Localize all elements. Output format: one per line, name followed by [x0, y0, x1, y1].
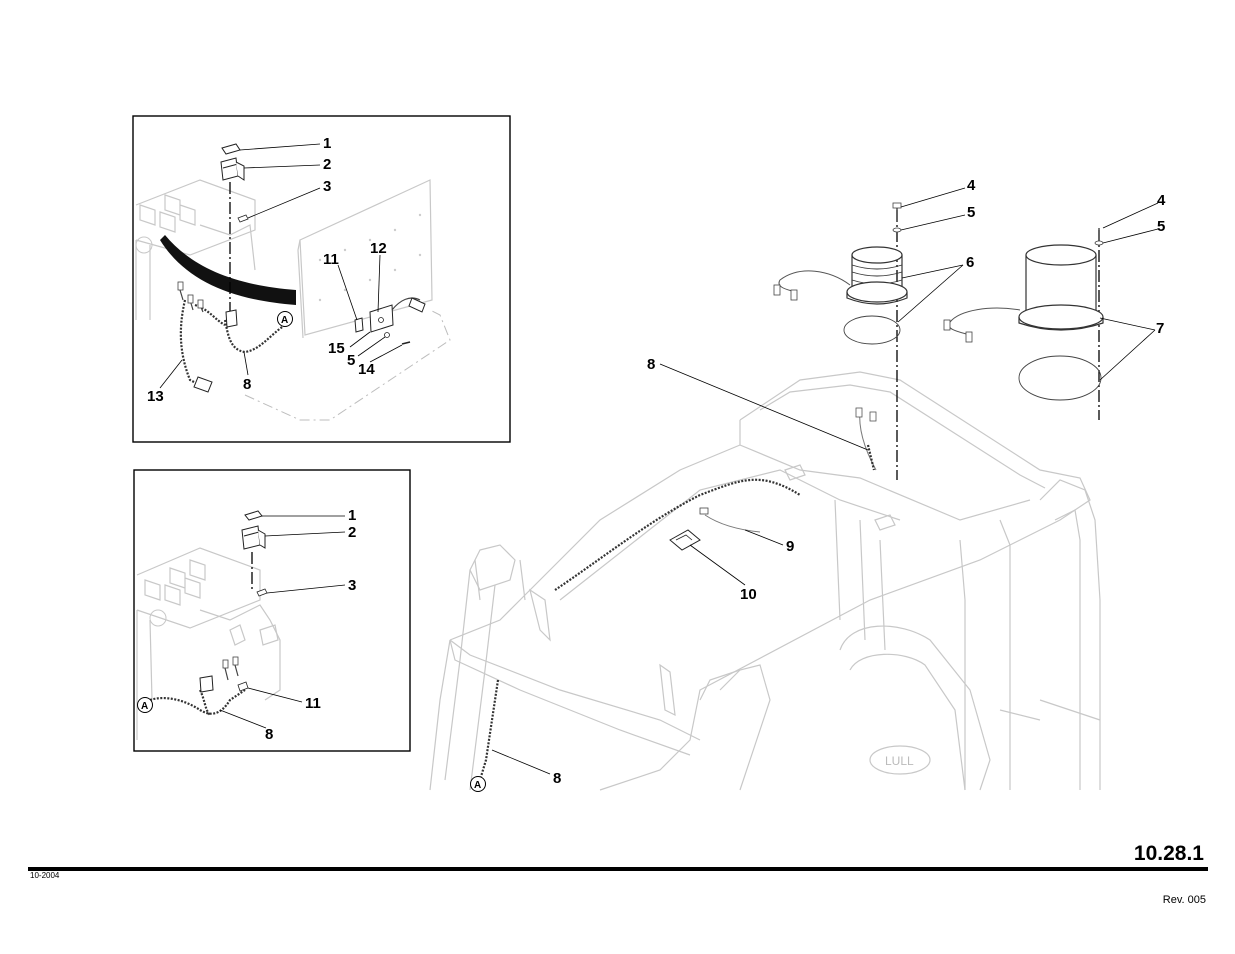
main-callouts: 4 5 6 4 5 7 8 9 10 8 A: [470, 177, 1166, 792]
inset-bottom-callout-1: 1: [348, 507, 356, 524]
callout-8-roof: 8: [647, 356, 655, 373]
callout-4: 4: [967, 177, 976, 194]
inset-bottom-callout-A: A: [141, 701, 148, 712]
inset-bottom-callout-11: 11: [305, 695, 321, 712]
callout-10: 10: [740, 586, 757, 603]
callout-7: 7: [1156, 320, 1164, 337]
footer-rule: [28, 867, 1208, 871]
post-harness: [478, 679, 500, 781]
inset-bottom-callout-2: 2: [348, 524, 356, 541]
callout-5: 5: [967, 204, 975, 221]
beacon-right: [943, 228, 1104, 420]
switch-plate-10: [669, 529, 701, 551]
inset-bottom-callout-8: 8: [265, 726, 273, 743]
revision-label: Rev. 005: [1162, 894, 1206, 906]
harness-8-top: [223, 319, 286, 354]
cab-rops-drawing: LULL: [429, 371, 1101, 791]
wire-9: [704, 514, 761, 533]
inset-top-callout-3: 3: [323, 178, 331, 195]
callout-A-main: A: [474, 780, 481, 791]
callout-5-right: 5: [1157, 218, 1165, 235]
inset-top: 1 2 3 11 12 15 5 14 13 8 A: [132, 115, 511, 443]
harness-13: [179, 299, 201, 386]
inset-top-callout-15: 15: [328, 340, 345, 357]
inset-top-callout-1: 1: [323, 135, 331, 152]
inset-top-callout-A: A: [281, 315, 288, 326]
inset-top-callout-2: 2: [323, 156, 331, 173]
inset-top-callout-13: 13: [147, 388, 164, 405]
inset-top-callout-5: 5: [347, 352, 355, 369]
harness-8-bottom: [149, 689, 246, 715]
inset-top-callout-14: 14: [358, 361, 375, 378]
inset-top-callout-12: 12: [370, 240, 387, 257]
callout-4-right: 4: [1157, 192, 1166, 209]
beacon-left: [773, 202, 908, 480]
seat-logo-text: LULL: [885, 754, 914, 768]
callout-6: 6: [966, 254, 974, 271]
inset-top-callout-8: 8: [243, 376, 251, 393]
callout-8-post: 8: [553, 770, 561, 787]
page-number: 10.28.1: [1133, 842, 1204, 865]
roof-harness: [554, 478, 801, 591]
callout-9: 9: [786, 538, 794, 555]
date-code: 10-2004: [30, 871, 60, 880]
inset-bottom-callout-3: 3: [348, 577, 356, 594]
inset-top-callout-11: 11: [323, 251, 339, 268]
inset-bottom: 1 2 3 11 8 A: [133, 469, 411, 752]
main-leaders: [491, 187, 1159, 775]
